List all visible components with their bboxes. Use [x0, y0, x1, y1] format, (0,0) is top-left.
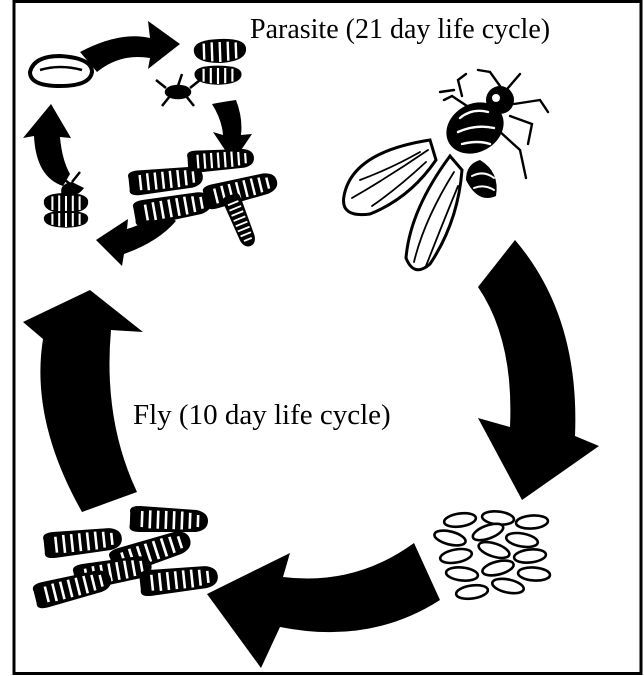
arrow-pupae-to-pupa — [23, 104, 71, 186]
adult-fly-illustration — [344, 70, 548, 270]
parasite-pupae-wasp — [44, 172, 88, 228]
wasp-emerging — [156, 74, 200, 106]
arrow-pupa-to-wasp — [80, 21, 180, 72]
fly-cycle-label: Fly (10 day life cycle) — [133, 399, 391, 432]
parasite-pupa — [30, 56, 92, 86]
parasite-cycle-label: Parasite (21 day life cycle) — [250, 14, 550, 46]
arrow-eggs-to-maggots — [207, 543, 440, 668]
arrow-maggots-to-fly — [23, 290, 143, 512]
maggots-cluster — [32, 506, 219, 610]
eggs-cluster — [433, 510, 551, 601]
parasite-host-pupae — [193, 38, 246, 85]
arrow-fly-to-eggs — [478, 240, 599, 500]
